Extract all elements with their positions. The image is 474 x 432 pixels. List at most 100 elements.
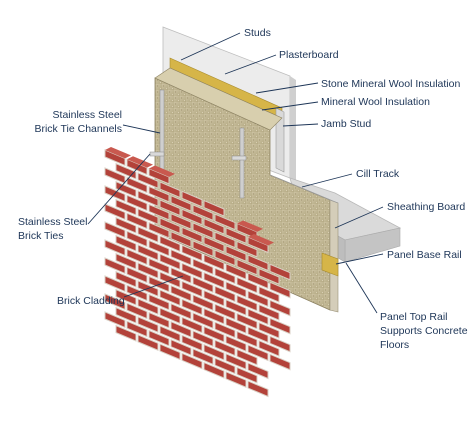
- brick: [148, 293, 170, 311]
- brick: [203, 235, 225, 253]
- brick: [181, 280, 203, 298]
- brick: [225, 281, 247, 298]
- brick: [181, 334, 203, 352]
- brick: [126, 230, 148, 248]
- brick: [225, 353, 247, 370]
- brick: [115, 234, 137, 252]
- brick: [104, 311, 126, 329]
- label-panel-top-rail-line3: Floors: [380, 339, 410, 351]
- brick: [269, 335, 291, 353]
- brick: [159, 217, 181, 235]
- brick: [225, 245, 247, 262]
- brick: [181, 190, 203, 208]
- brick-top-face: [127, 156, 153, 168]
- brick: [115, 180, 137, 198]
- label-sheathing-board: Sheathing Board: [387, 201, 466, 213]
- brick: [214, 357, 236, 375]
- brick: [225, 371, 247, 388]
- brick: [236, 276, 258, 294]
- leader-studs: [180, 32, 241, 61]
- label-brick-ties: Stainless Steel Brick Ties: [18, 215, 87, 243]
- brick: [170, 284, 192, 302]
- brick: [181, 244, 203, 262]
- brick: [170, 212, 192, 230]
- brick: [126, 176, 148, 194]
- brick: [214, 249, 236, 267]
- leader-panel-base-rail: [335, 253, 384, 265]
- brick: [203, 217, 225, 235]
- brick: [148, 221, 170, 239]
- brick-tie: [231, 155, 247, 161]
- brick: [159, 271, 181, 289]
- label-brick-ties-line2: Brick Ties: [18, 230, 64, 242]
- brick: [247, 380, 269, 398]
- brick: [203, 199, 225, 217]
- brick: [137, 208, 159, 226]
- leader-plasterboard: [224, 54, 277, 75]
- brick: [115, 252, 137, 270]
- brick: [115, 270, 137, 288]
- brick: [247, 254, 269, 272]
- cill-track: [269, 174, 339, 204]
- brick: [159, 199, 181, 217]
- brick: [269, 317, 291, 335]
- brick: [115, 198, 137, 216]
- brick: [148, 329, 170, 347]
- brick: [192, 240, 214, 258]
- brick: [148, 239, 170, 257]
- brick: [115, 306, 137, 324]
- brick: [258, 267, 280, 285]
- brick: [236, 294, 258, 312]
- brick: [225, 263, 247, 280]
- brick: [214, 285, 236, 303]
- brick: [170, 194, 192, 212]
- label-cill-track: Cill Track: [356, 168, 400, 180]
- brick: [148, 203, 170, 221]
- brick: [192, 330, 214, 348]
- brick: [203, 361, 225, 379]
- label-studs: Studs: [244, 27, 271, 39]
- brick: [137, 334, 159, 352]
- brick: [203, 289, 225, 307]
- brick: [104, 239, 126, 257]
- brick: [247, 272, 269, 290]
- brick: [104, 293, 126, 311]
- brick: [159, 325, 181, 343]
- brick: [137, 244, 159, 262]
- leader-jamb-stud: [282, 123, 319, 127]
- label-panel-top-rail-line2: Supports Concrete: [380, 325, 468, 337]
- label-panel-top-rail-line1: Panel Top Rail: [380, 311, 448, 323]
- brick: [225, 227, 247, 244]
- brick: [236, 348, 258, 366]
- brick: [258, 303, 280, 321]
- brick: [148, 257, 170, 275]
- brick-top-face: [248, 234, 274, 246]
- brick: [181, 262, 203, 280]
- leader-brick-cladding: [123, 275, 184, 298]
- brick: [192, 348, 214, 366]
- brick: [115, 216, 137, 234]
- brick: [126, 302, 148, 320]
- brick: [104, 221, 126, 239]
- label-brick-tie-channels: Stainless Steel Brick Tie Channels: [22, 108, 122, 136]
- brick: [137, 298, 159, 316]
- brick: [192, 258, 214, 276]
- brick: [236, 240, 258, 258]
- brick: [247, 308, 269, 326]
- brick: [115, 324, 137, 342]
- brick: [137, 172, 159, 190]
- label-panel-top-rail: Panel Top Rail Supports Concrete Floors: [380, 310, 468, 352]
- brick: [225, 335, 247, 352]
- brick: [192, 294, 214, 312]
- brick: [225, 299, 247, 316]
- leader-mineral-wool: [261, 101, 319, 111]
- label-brick-ties-line1: Stainless Steel: [18, 216, 88, 228]
- brick: [247, 326, 269, 344]
- brick: [247, 362, 269, 380]
- brick: [181, 352, 203, 370]
- brick: [159, 307, 181, 325]
- brick: [170, 248, 192, 266]
